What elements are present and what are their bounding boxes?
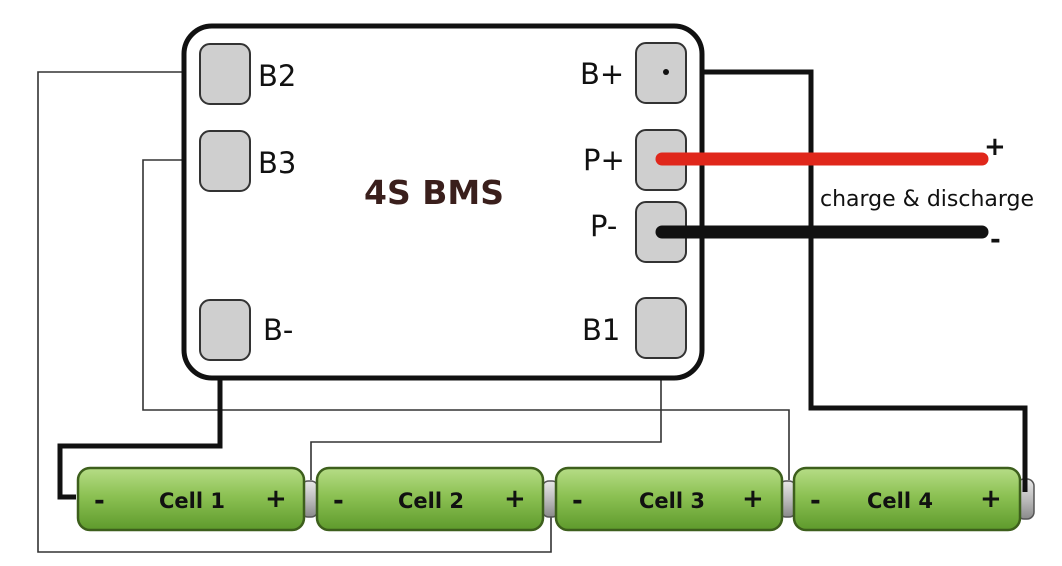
cell-4: - Cell 4 + <box>792 466 1022 532</box>
cell-2-body <box>315 466 545 532</box>
label-b-plus: B+ <box>580 57 624 91</box>
pad-b-plus <box>635 42 687 104</box>
bms-board <box>181 23 705 381</box>
cell-1-positive: + <box>265 484 287 514</box>
label-b3: B3 <box>258 146 296 180</box>
cell-2: - Cell 2 + <box>315 466 545 532</box>
output-plus-sign: + <box>984 132 1006 162</box>
pad-b1 <box>635 297 687 359</box>
cell-1-body <box>76 466 306 532</box>
bms-title: 4S BMS <box>364 173 504 212</box>
pad-b2 <box>199 43 251 105</box>
label-p-minus: P- <box>590 209 617 243</box>
cell-2-negative: - <box>333 486 344 516</box>
cell-2-positive: + <box>504 484 526 514</box>
cell-4-positive: + <box>980 484 1002 514</box>
wire-b-plus <box>666 69 1028 482</box>
main-wires <box>57 69 1028 500</box>
cell-3-body <box>554 466 784 532</box>
cell-4-negative: - <box>810 486 821 516</box>
output-minus-sign: - <box>990 225 1001 255</box>
label-b-minus: B- <box>263 313 293 347</box>
pad-b-minus <box>199 299 251 361</box>
cell-1: - Cell 1 + <box>76 466 306 532</box>
output-label: charge & discharge <box>820 187 1034 212</box>
balance-wires <box>37 71 790 553</box>
cell-1-label: Cell 1 <box>159 489 225 513</box>
label-b1: B1 <box>582 313 620 347</box>
wire-b1 <box>310 330 662 480</box>
cell-4-label: Cell 4 <box>867 489 933 513</box>
cell-1-negative: - <box>94 486 105 516</box>
label-b2: B2 <box>258 59 296 93</box>
wire-b-minus <box>57 330 223 500</box>
wire-b3 <box>142 159 790 480</box>
cell-4-body <box>792 466 1022 532</box>
cell-3-positive: + <box>742 484 764 514</box>
cell-3-label: Cell 3 <box>639 489 705 513</box>
cell-3-negative: - <box>572 486 583 516</box>
cell-2-label: Cell 2 <box>398 489 464 513</box>
wire-b2 <box>37 71 552 553</box>
pad-connections <box>663 69 669 75</box>
pad-b3 <box>199 130 251 192</box>
cell-3: - Cell 3 + <box>554 466 784 532</box>
label-p-plus: P+ <box>583 143 625 177</box>
dot-b-plus <box>663 69 669 75</box>
